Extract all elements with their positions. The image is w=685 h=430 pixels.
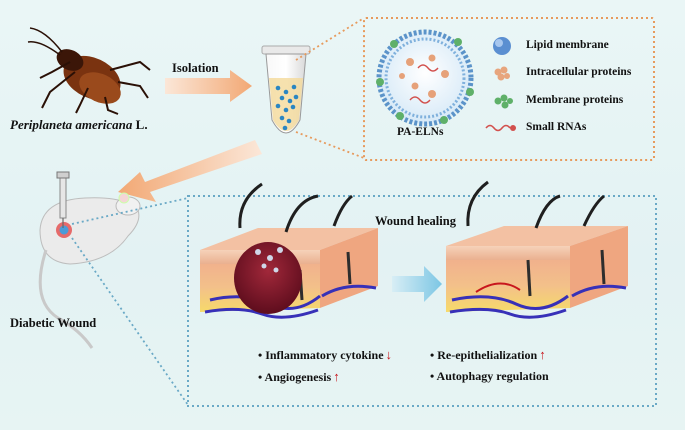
legend-intracellular-proteins: Intracellular proteins [526, 66, 632, 78]
increase-arrow-icon: ↑ [539, 347, 546, 362]
pa-elns-label: PA-ELNs [397, 126, 444, 138]
outcome-inflammatory-cytokine: • Inflammatory cytokine↓ [258, 347, 392, 363]
intracellular-protein-icon [494, 66, 510, 81]
legend-membrane-proteins: Membrane proteins [526, 94, 624, 106]
small-rna-icon [485, 124, 516, 132]
legend-lipid-membrane: Lipid membrane [526, 39, 609, 51]
outcome-autophagy-text: • Autophagy regulation [430, 369, 549, 383]
wound-healing-label: Wound healing [375, 214, 456, 228]
membrane-protein-icon [494, 94, 513, 109]
outcome-autophagy-regulation: • Autophagy regulation [430, 369, 549, 384]
outcome-re-epithelialization: • Re-epithelialization↑ [430, 347, 546, 363]
outcome-angiogenesis: • Angiogenesis↑ [258, 369, 340, 385]
species-author: L. [132, 117, 148, 132]
isolation-arrow [165, 70, 252, 102]
centrifuge-tube-icon [261, 45, 311, 134]
diabetic-wound-label: Diabetic Wound [10, 316, 97, 330]
wounded-skin-block [200, 182, 378, 319]
wound-healing-box [187, 195, 657, 407]
diabetic-mouse-image [38, 171, 141, 349]
healing-progress-arrow [392, 266, 442, 302]
outcome-angiogenesis-text: • Angiogenesis [258, 370, 332, 384]
increase-arrow-icon: ↑ [333, 369, 340, 384]
species-binomial: Periplaneta americana [10, 117, 133, 132]
application-arrow [118, 140, 262, 202]
outcome-reepi-text: • Re-epithelialization [430, 348, 538, 362]
legend-small-rnas: Small RNAs [526, 121, 587, 133]
pa-eln-vesicle [376, 29, 474, 127]
isolation-label: Isolation [172, 61, 219, 75]
decrease-arrow-icon: ↓ [385, 347, 393, 362]
healed-skin-block [446, 180, 628, 319]
cockroach-image [27, 27, 151, 115]
outcome-inflammatory-text: • Inflammatory cytokine [258, 348, 384, 362]
lipid-membrane-icon [493, 37, 511, 55]
species-label: Periplaneta americana L. [10, 117, 148, 133]
